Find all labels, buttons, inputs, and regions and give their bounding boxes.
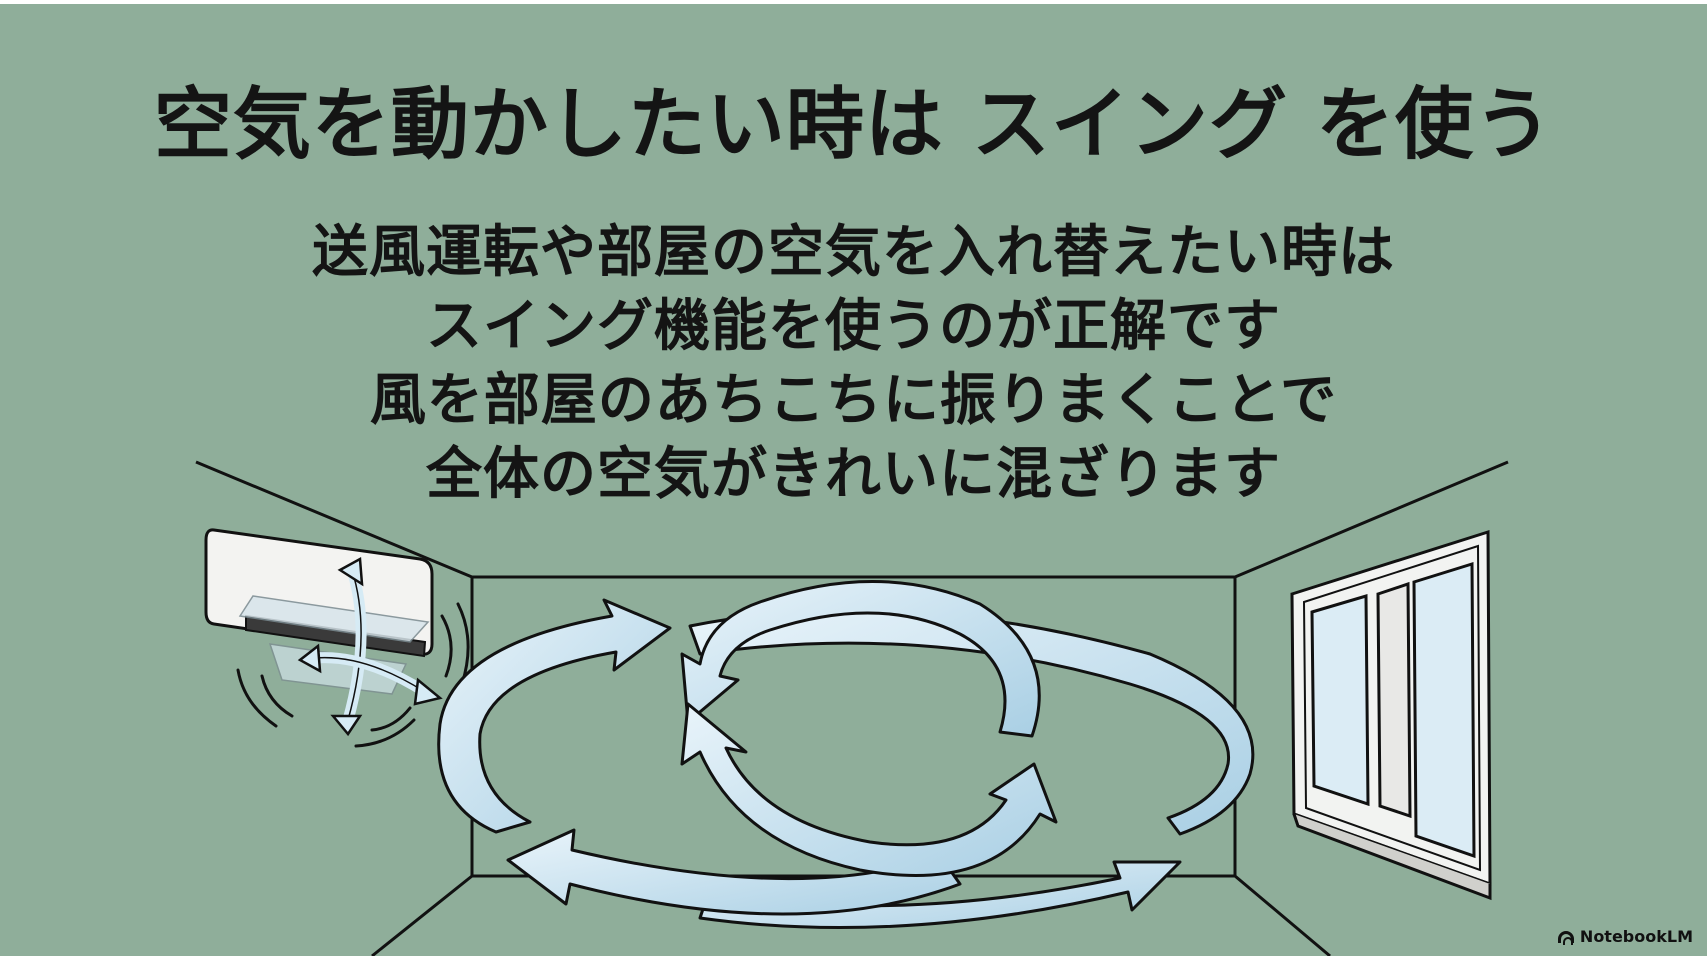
slide: 空気を動かしたい時は スイング を使う 送風運転や部屋の空気を入れ替えたい時は … [0, 4, 1707, 956]
room-illustration [195, 460, 1509, 956]
body-line-2: スイング機能を使うのが正解です [426, 294, 1281, 359]
notebooklm-logo-icon [1557, 930, 1574, 945]
body-line-3: 風を部屋のあちこちに振りまくことで [369, 368, 1338, 433]
air-conditioner-icon [204, 528, 470, 748]
slide-title: 空気を動かしたい時は スイング を使う [153, 80, 1554, 170]
body-line-1: 送風運転や部屋の空気を入れ替えたい時は [312, 220, 1395, 285]
body-line-4: 全体の空気がきれいに混ざります [426, 442, 1281, 507]
window-icon [1290, 529, 1492, 901]
swing-arrows-icon [297, 556, 443, 737]
brand-label: NotebookLM [1579, 927, 1693, 946]
motion-lines [236, 602, 470, 748]
notebooklm-brand: NotebookLM [1557, 927, 1693, 946]
slide-body: 送風運転や部屋の空気を入れ替えたい時は スイング機能を使うのが正解です 風を部屋… [0, 216, 1707, 512]
airflow-loop-arrows [437, 580, 1255, 930]
